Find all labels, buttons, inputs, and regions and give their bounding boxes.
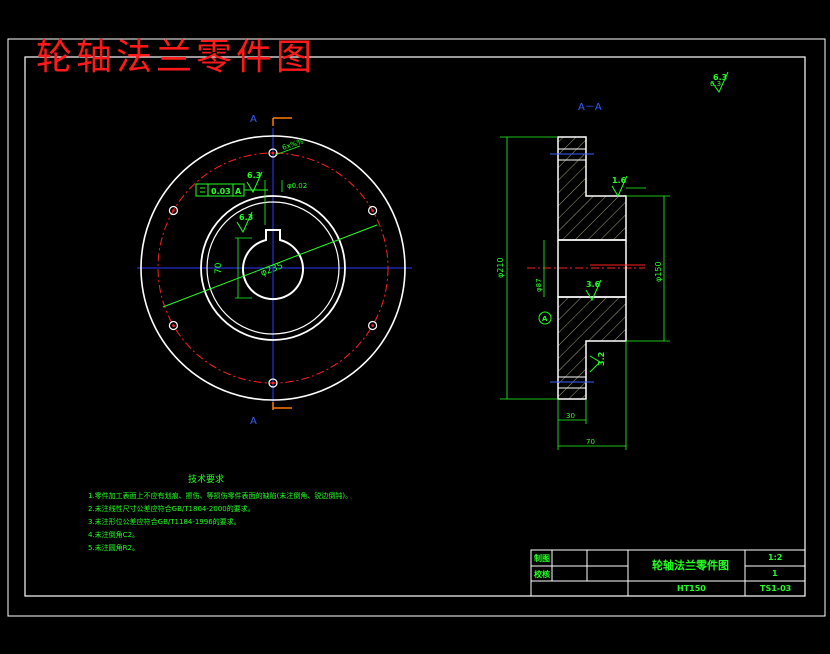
bolt-hole-center: [371, 324, 374, 327]
section-label: A－A: [578, 102, 602, 113]
bolt-hole-center: [172, 209, 175, 212]
pcd-dimension-line: [162, 224, 378, 308]
outer-frame: [7, 38, 826, 617]
notes-title: 技术要求: [188, 475, 225, 485]
note-line-2: 2.未注线性尺寸公差应符合GB/T1804-2000的要求。: [88, 505, 255, 513]
front-roughness-b: 6.3: [236, 211, 253, 234]
bolt-hole: [268, 378, 278, 388]
note-line-3: 3.未注形位公差应符合GB/T1184-1996的要求。: [88, 518, 241, 526]
cut-marker-top: A: [250, 114, 257, 125]
general-roughness-prefix: 6.3: [710, 80, 721, 88]
note-line-4: 4.未注倒角C2。: [88, 531, 140, 539]
title-block-sheet: 1: [772, 569, 778, 578]
hub-inner-circle: [206, 201, 340, 335]
section-hatch-bottom: [557, 296, 627, 400]
note-line-1: 1.零件加工表面上不应有划痕、擦伤、等损伤零件表面的缺陷(未注倒角、锐边倒钝)。: [88, 492, 353, 500]
section-roughness-mid: 3.6: [585, 279, 602, 302]
bolt-hole: [168, 320, 178, 331]
section-bore-dia: φ87: [535, 278, 543, 292]
bolt-hole: [168, 205, 178, 216]
bolt-holes: [168, 148, 378, 388]
bolt-hole: [368, 205, 378, 216]
inner-frame: [24, 56, 806, 597]
bolt-hole: [368, 320, 378, 331]
section-dim-30: 30: [566, 412, 575, 420]
section-datum: A: [542, 315, 548, 323]
section-outer-dia: φ210: [496, 257, 505, 278]
svg-text:6.3: 6.3: [239, 213, 253, 222]
flatness-callout: 0.03 A: [195, 183, 268, 197]
title-block-scale: 1:2: [768, 553, 783, 562]
section-dim-70: 70: [586, 438, 595, 446]
bore-keyway: [242, 229, 304, 301]
bolt-hole-center: [371, 209, 374, 212]
title-block-draw-label: 制图: [534, 554, 550, 563]
section-view: A－A φ210 φ150 φ87 A: [496, 102, 670, 450]
title-block-part-name: 轮轴法兰零件图: [652, 559, 729, 572]
position-tolerance-note: φ0.02: [287, 182, 307, 190]
title-block-check-label: 校核: [534, 570, 550, 579]
general-roughness: 6.3 6.3: [710, 71, 729, 94]
svg-text:6.3: 6.3: [247, 171, 261, 180]
note-line-5: 5.未注圆角R2。: [88, 544, 139, 552]
front-roughness-a: 6.3: [246, 171, 266, 225]
svg-text:1.6: 1.6: [612, 176, 627, 185]
title-block: [530, 549, 806, 597]
general-roughness-value: 6.3: [713, 73, 727, 82]
section-hatch-top: [557, 136, 627, 241]
hole-note: 6x%%: [281, 137, 305, 151]
section-roughness-bottom: 3.2: [589, 352, 606, 373]
bolt-hole-center: [271, 151, 275, 155]
front-view: φ235 70 0.03 A 6.3 6.3 φ0.02 6x: [137, 114, 412, 427]
title-block-drawing-no: TS1-03: [760, 584, 792, 593]
title-block-material: HT150: [677, 584, 706, 593]
flange-outer-circle: [140, 135, 406, 401]
cut-marker-bottom: A: [250, 416, 257, 427]
pcd-dimension-text: φ235: [259, 261, 284, 279]
flatness-datum: A: [235, 187, 242, 196]
key-dimension-text: 70: [214, 262, 224, 274]
bolt-hole-center: [172, 324, 175, 327]
section-hub-dia: φ150: [654, 261, 663, 282]
title-overlay: 轮轴法兰零件图: [36, 37, 317, 78]
svg-text:3.6: 3.6: [586, 280, 601, 289]
hub-outer-circle: [200, 195, 346, 341]
bolt-hole-center: [271, 381, 275, 385]
section-roughness-top: 1.6: [611, 175, 646, 198]
bolt-hole: [268, 148, 278, 158]
flatness-value: 0.03: [211, 187, 231, 196]
svg-text:3.2: 3.2: [597, 352, 606, 366]
